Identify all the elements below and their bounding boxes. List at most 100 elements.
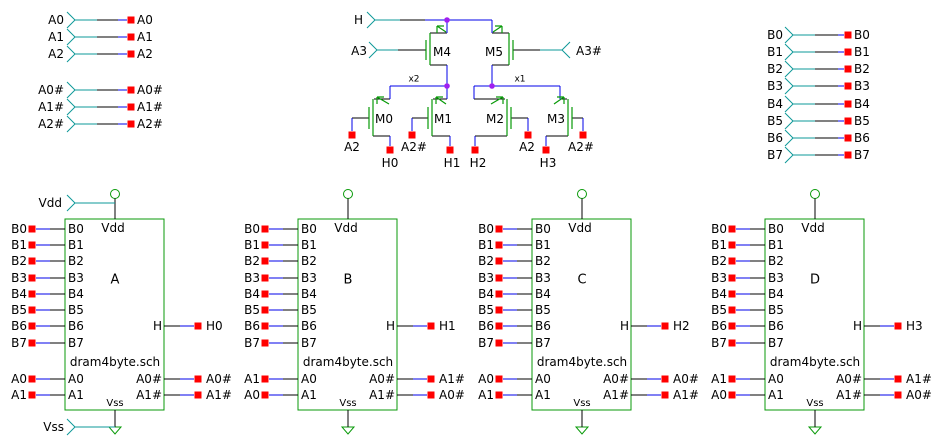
net-label[interactable]: A1# <box>439 372 465 386</box>
net-label[interactable]: A0 <box>244 388 260 402</box>
net-label[interactable]: B0 <box>854 28 870 42</box>
net-label[interactable]: A2 <box>137 47 153 61</box>
input-pin-label[interactable]: B2 <box>767 62 783 76</box>
net-label[interactable]: H3 <box>906 319 923 333</box>
input-pin-label[interactable]: B6 <box>767 131 783 145</box>
net-label[interactable]: H0 <box>381 156 399 170</box>
net-label[interactable]: B1 <box>854 45 870 59</box>
net-label[interactable]: A0 <box>137 13 153 27</box>
net-label[interactable]: A1 <box>11 388 27 402</box>
net-label[interactable]: H2 <box>673 319 690 333</box>
input-pin-chevrons[interactable] <box>784 26 794 164</box>
net-label[interactable]: B4 <box>854 97 870 111</box>
top-right-input-pins[interactable] <box>784 26 815 164</box>
input-pin-label[interactable]: H <box>353 13 363 27</box>
input-pin-label[interactable]: A2 <box>48 47 64 61</box>
net-label[interactable]: B0 <box>711 222 727 236</box>
net-label[interactable]: B2 <box>711 254 727 268</box>
input-pin-label[interactable]: A3# <box>576 44 602 58</box>
net-label[interactable]: B1 <box>478 238 494 252</box>
net-label[interactable]: H2 <box>469 156 487 170</box>
net-label[interactable]: B2 <box>478 254 494 268</box>
net-label[interactable]: B0 <box>11 222 27 236</box>
net-label[interactable]: B5 <box>11 303 27 317</box>
net-label[interactable]: B4 <box>478 287 494 301</box>
net-label[interactable]: B7 <box>854 148 870 162</box>
net-label[interactable]: B4 <box>244 287 260 301</box>
input-pin-label[interactable]: A0 <box>48 13 64 27</box>
top-left-input-pins[interactable] <box>66 11 97 133</box>
net-label[interactable]: A2# <box>137 117 163 131</box>
net-label[interactable]: A0# <box>906 388 932 402</box>
input-pin-label[interactable]: B3 <box>767 79 783 93</box>
input-pin-label[interactable]: A1 <box>48 30 64 44</box>
supply-input-pins[interactable] <box>66 194 115 436</box>
transistor-M2[interactable] <box>490 96 512 136</box>
net-label[interactable]: H3 <box>539 156 557 170</box>
net-label[interactable]: B3 <box>244 271 260 285</box>
transistor-M5[interactable] <box>492 25 514 65</box>
net-label[interactable]: A1 <box>244 372 260 386</box>
net-label[interactable]: A1# <box>206 388 232 402</box>
net-label[interactable]: A1 <box>137 30 153 44</box>
net-label[interactable]: B0 <box>478 222 494 236</box>
instance-name[interactable]: D <box>809 272 821 288</box>
net-label[interactable]: A2 <box>344 140 360 154</box>
transistor-M4[interactable] <box>425 25 447 65</box>
vdd-pin-label[interactable]: Vdd <box>38 196 62 210</box>
vdd-pin-chevron[interactable] <box>66 194 76 212</box>
transistor-M3[interactable] <box>553 96 573 136</box>
net-label[interactable]: B3 <box>478 271 494 285</box>
net-label[interactable]: B2 <box>244 254 260 268</box>
net-label[interactable]: B0 <box>244 222 260 236</box>
net-label[interactable]: A0# <box>439 388 465 402</box>
net-label[interactable]: B2 <box>854 62 870 76</box>
net-label[interactable]: A2# <box>568 140 594 154</box>
instance-name[interactable]: C <box>577 272 587 288</box>
net-label[interactable]: B6 <box>478 319 494 333</box>
net-label[interactable]: B5 <box>244 303 260 317</box>
net-label[interactable]: B4 <box>11 287 27 301</box>
net-label[interactable]: A0 <box>711 388 727 402</box>
net-label[interactable]: B5 <box>478 303 494 317</box>
vss-pin-label[interactable]: Vss <box>43 420 64 434</box>
net-label[interactable]: A2# <box>401 140 427 154</box>
net-label[interactable]: B6 <box>854 131 870 145</box>
net-label[interactable]: H1 <box>443 156 461 170</box>
input-pin-chevrons[interactable] <box>66 11 76 133</box>
net-label[interactable]: A2 <box>519 140 535 154</box>
net-label[interactable]: B3 <box>11 271 27 285</box>
net-label[interactable]: B1 <box>711 238 727 252</box>
net-label[interactable]: A0 <box>478 372 494 386</box>
net-label[interactable]: B3 <box>854 79 870 93</box>
net-label[interactable]: B1 <box>244 238 260 252</box>
net-label[interactable]: B5 <box>854 114 870 128</box>
net-label[interactable]: B4 <box>711 287 727 301</box>
net-label[interactable]: A1 <box>711 372 727 386</box>
net-label-squares[interactable] <box>127 16 135 128</box>
net-label[interactable]: B1 <box>11 238 27 252</box>
net-label-squares[interactable] <box>348 131 587 154</box>
input-pin-label[interactable]: A3 <box>351 44 367 58</box>
input-pin-label[interactable]: A2# <box>38 117 64 131</box>
net-label[interactable]: A1# <box>906 372 932 386</box>
net-label[interactable]: B5 <box>711 303 727 317</box>
net-label[interactable]: B2 <box>11 254 27 268</box>
net-label-squares[interactable] <box>844 31 852 159</box>
transistor-M0[interactable] <box>368 96 390 136</box>
decoder-input-pins[interactable] <box>366 11 571 59</box>
input-pin-label[interactable]: B1 <box>767 45 783 59</box>
net-label[interactable]: B3 <box>711 271 727 285</box>
net-label[interactable]: H0 <box>206 319 223 333</box>
input-pin-label[interactable]: B7 <box>767 148 783 162</box>
input-pin-label[interactable]: A1# <box>38 100 64 114</box>
instance-name[interactable]: B <box>343 272 353 288</box>
net-label[interactable]: A0 <box>11 372 27 386</box>
input-pin-chevrons[interactable] <box>366 11 571 59</box>
net-label[interactable]: A0# <box>137 83 163 97</box>
net-label[interactable]: A0# <box>206 372 232 386</box>
transistor-M1[interactable] <box>427 96 447 136</box>
net-label[interactable]: H1 <box>439 319 456 333</box>
net-label[interactable]: B6 <box>711 319 727 333</box>
